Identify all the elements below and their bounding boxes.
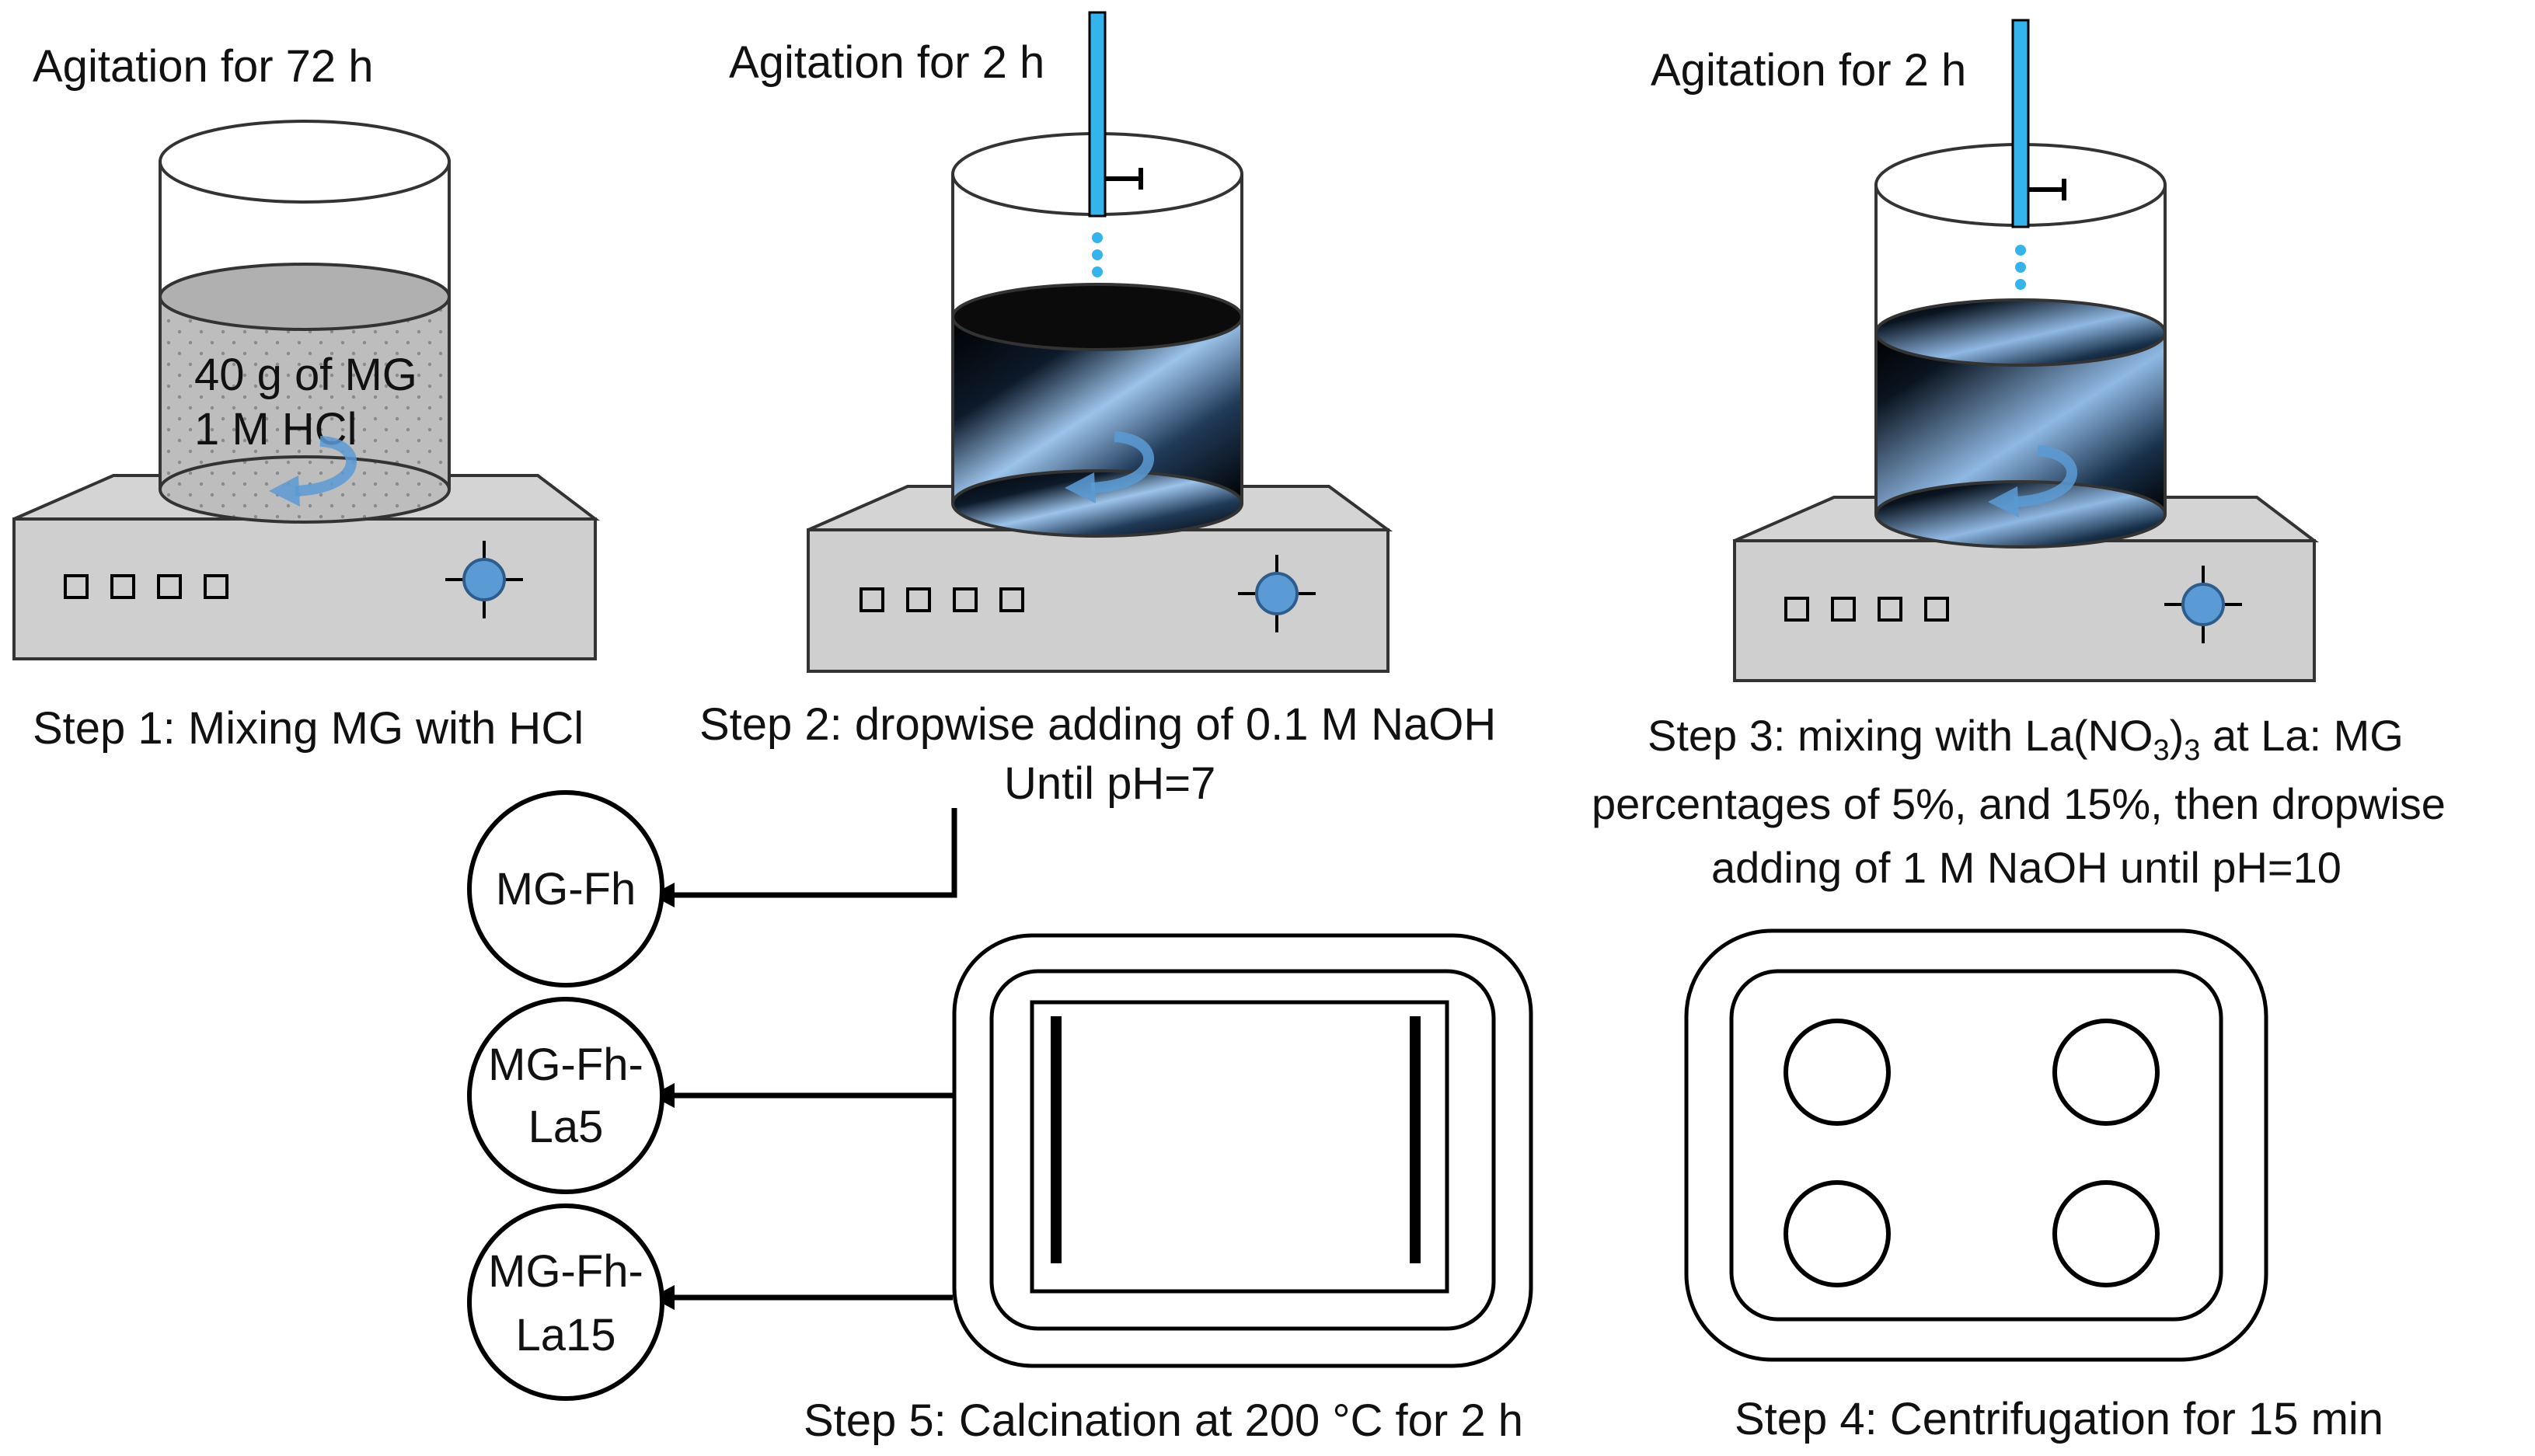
- pipette-icon: [1088, 11, 1143, 218]
- knob-icon: [1238, 555, 1316, 632]
- stir-arrow-icon: [1065, 431, 1155, 503]
- step1-group: Agitation for 72 h 40: [12, 41, 600, 754]
- product-label-line1: MG-Fh: [496, 864, 636, 914]
- connector-furnace-to-product3: [651, 1285, 953, 1310]
- product-mg-fh: MG-Fh: [467, 790, 664, 988]
- step3-group: Agitation for 2 h: [1592, 19, 2446, 892]
- step2-caption-line1: Step 2: dropwise adding of 0.1 M NaOH: [699, 699, 1496, 750]
- step4-caption: Step 4: Centrifugation for 15 min: [1735, 1394, 2383, 1444]
- step1-content-line1: 40 g of MG: [194, 350, 417, 400]
- furnace-icon: [952, 933, 1533, 1368]
- product-label-line1: MG-Fh-: [488, 1246, 643, 1297]
- step3-caption-line3: adding of 1 M NaOH until pH=10: [1711, 843, 2341, 892]
- step2-agitation-label: Agitation for 2 h: [729, 37, 1044, 88]
- stir-arrow-icon: [269, 436, 357, 507]
- drop-icon: [2015, 245, 2026, 290]
- product-label-line2: La15: [515, 1310, 615, 1360]
- product-mg-fh-la15: MG-Fh- La15: [467, 1203, 664, 1401]
- step2-group: Agitation for 2 h: [699, 11, 1496, 809]
- step3-agitation-label: Agitation for 2 h: [1651, 45, 1966, 96]
- step5-caption: Step 5: Calcination at 200 °C for 2 h: [804, 1395, 1523, 1446]
- connector-step2-to-product1: [651, 808, 957, 907]
- connector-furnace-to-product2: [651, 1083, 953, 1108]
- knob-icon: [445, 541, 523, 618]
- step3-caption-line2: percentages of 5%, and 15%, then dropwis…: [1592, 779, 2446, 828]
- step2-caption-line2: Until pH=7: [1004, 758, 1215, 809]
- knob-icon: [2164, 566, 2242, 643]
- pipette-icon: [2011, 19, 2066, 228]
- stir-arrow-icon: [1988, 445, 2078, 517]
- centrifuge-icon: [1684, 928, 2268, 1362]
- drop-icon: [1092, 232, 1103, 277]
- product-label-line2: La5: [528, 1102, 604, 1152]
- step1-agitation-label: Agitation for 72 h: [33, 41, 374, 92]
- product-mg-fh-la5: MG-Fh- La5: [467, 997, 664, 1194]
- step3-caption-line1: Step 3: mixing with La(NO3)3 at La: MG: [1648, 711, 2404, 767]
- beaker-icon: [1874, 143, 2167, 549]
- product-label-line1: MG-Fh-: [488, 1040, 643, 1090]
- beaker-icon: [951, 132, 1243, 538]
- beaker-icon: [159, 120, 451, 524]
- step1-caption: Step 1: Mixing MG with HCl: [33, 703, 584, 754]
